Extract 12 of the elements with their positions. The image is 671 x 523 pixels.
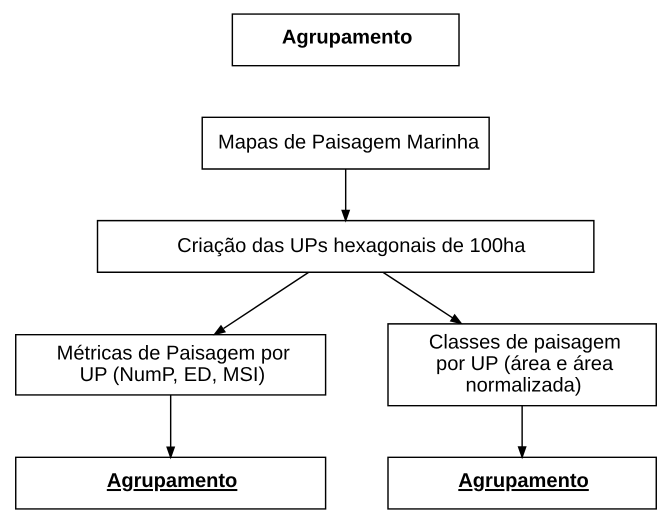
node-box: Agrupamento <box>14 456 326 510</box>
arrow <box>517 406 526 460</box>
node-box: Métricas de Paisagem por UP (NumP, ED, MSI) <box>14 334 326 396</box>
node-box: Classes de paisagem por UP (área e área normalizada) <box>386 323 656 406</box>
node-box: Criação das UPs hexagonais de 100ha <box>96 220 594 273</box>
node-box: Agrupamento <box>231 13 460 66</box>
arrow <box>166 395 175 460</box>
node-box: Mapas de Paisagem Marinha <box>201 116 490 170</box>
arrow <box>382 272 462 325</box>
arrow <box>212 272 308 336</box>
arrow <box>340 169 350 223</box>
node-box: Agrupamento <box>386 456 656 510</box>
